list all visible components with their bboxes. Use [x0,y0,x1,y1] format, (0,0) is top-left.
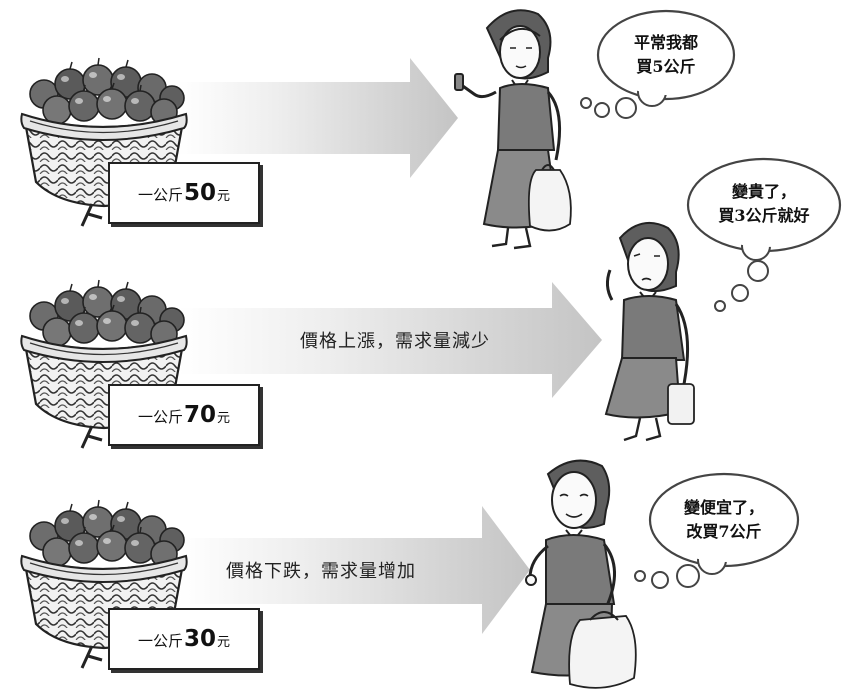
row-3-thought-text: 變便宜了， 改買7公斤 [660,496,788,544]
row-1-price-tag: 一公斤 50 元 [108,162,260,224]
row-3-woman [525,459,637,689]
row-3-thought-bubble [634,472,800,589]
price-currency: 元 [217,635,231,650]
row-3-arrow [178,506,530,634]
row-1-thought-bubble [580,9,736,119]
price-number: 30 [183,626,216,652]
row-3-price-tag: 一公斤 30 元 [108,608,260,670]
price-unit: 一公斤 [137,632,183,650]
row-1-thought-text: 平常我都 買5公斤 [608,31,724,79]
thought-line: 平常我都 [633,33,698,52]
row-1-woman [454,9,572,250]
price-unit: 一公斤 [137,186,183,204]
thought-line: 買3公斤就好 [718,206,810,225]
thought-line: 改買7公斤 [686,522,762,541]
thought-line: 變貴了， [731,182,796,201]
row-2-woman [604,221,695,442]
row-2-thought-bubble [686,157,842,312]
price-unit: 一公斤 [137,408,183,426]
row-3-arrow-caption: 價格下跌，需求量增加 [226,561,416,582]
thought-line: 變便宜了， [683,498,764,517]
row-2-arrow [178,282,602,398]
row-2-price-tag: 一公斤 70 元 [108,384,260,446]
price-number: 50 [183,180,216,206]
price-currency: 元 [217,189,231,204]
thought-line: 買5公斤 [636,57,696,76]
price-currency: 元 [217,411,231,426]
price-number: 70 [183,402,216,428]
row-2-thought-text: 變貴了， 買3公斤就好 [696,180,832,228]
row-2-arrow-caption: 價格上漲，需求量減少 [300,331,490,352]
row-1-arrow [178,58,458,178]
